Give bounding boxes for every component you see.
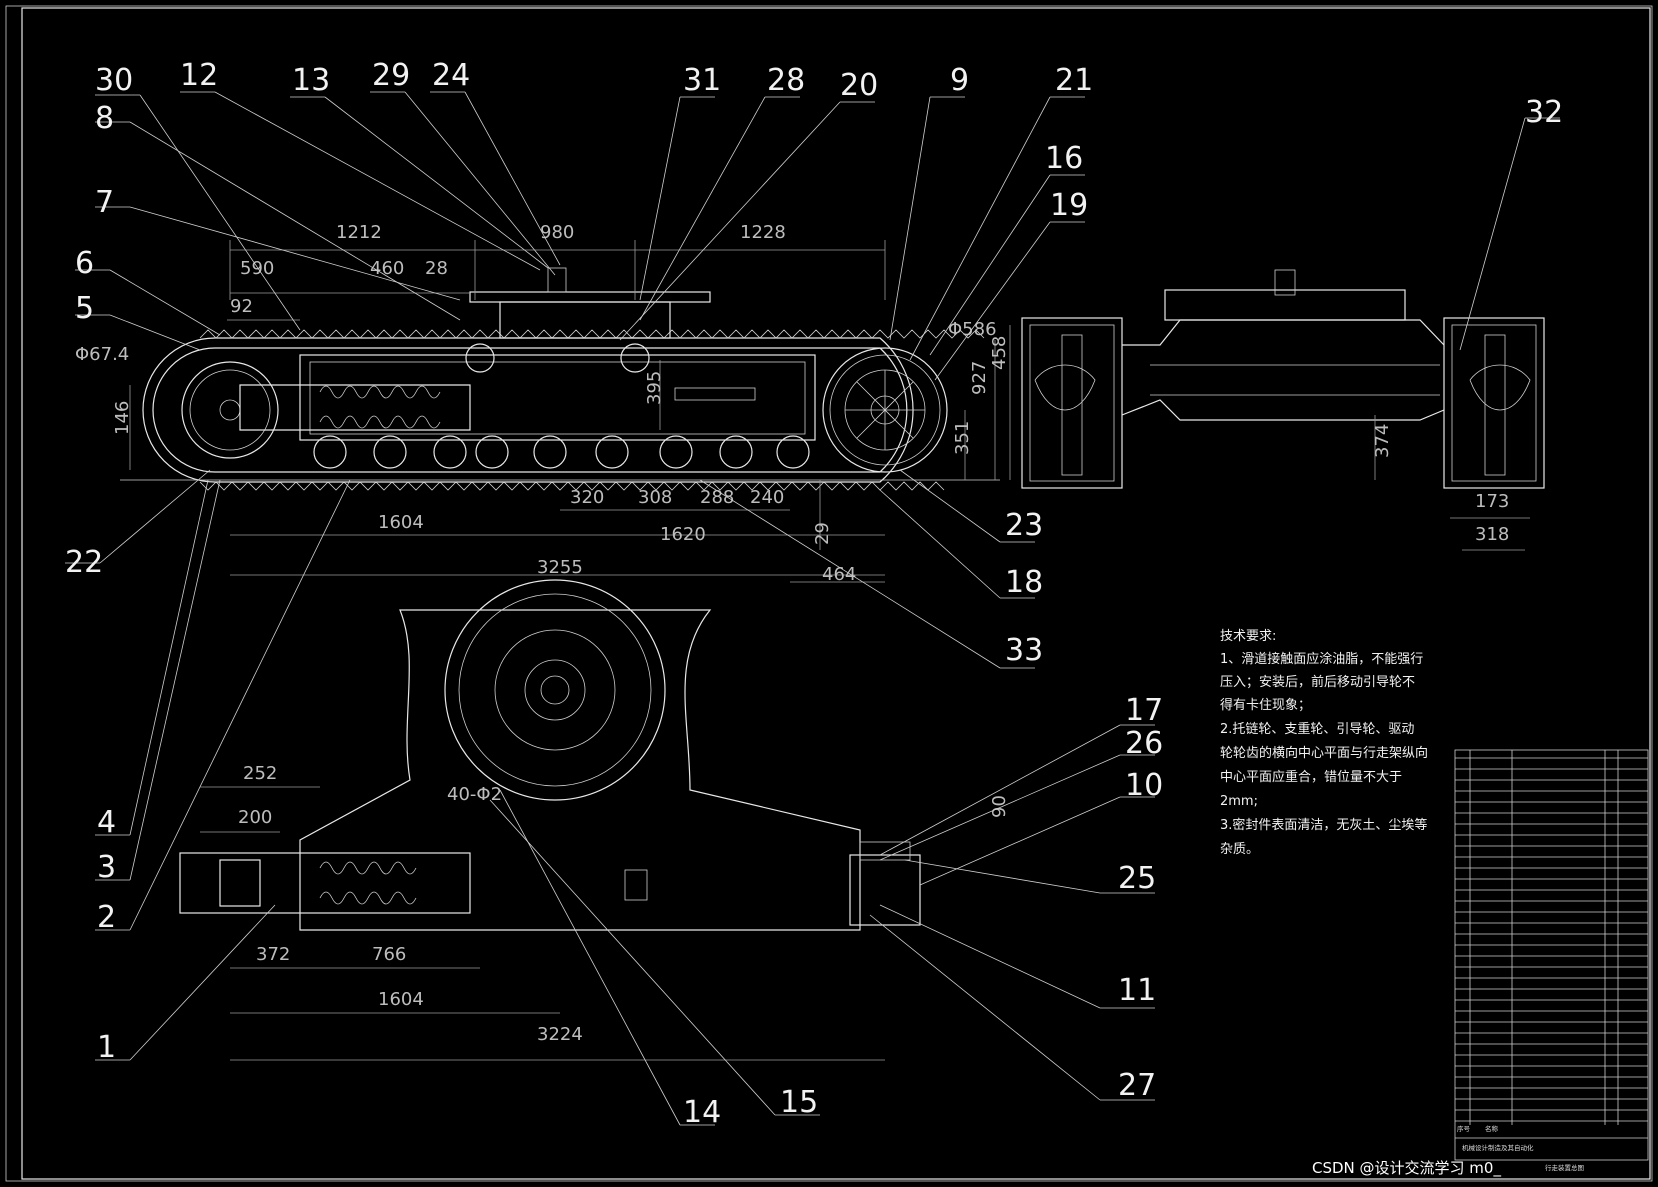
balloon-19: 19 bbox=[1050, 188, 1088, 223]
leader-lines bbox=[65, 91, 1560, 1126]
dim-372: 372 bbox=[256, 944, 290, 965]
balloon-8: 8 bbox=[95, 101, 114, 136]
balloon-29: 29 bbox=[372, 58, 410, 93]
balloon-6: 6 bbox=[75, 246, 94, 281]
dim-240: 240 bbox=[750, 487, 784, 508]
titleblock-org: 机械设计制造及其自动化 bbox=[1462, 1143, 1534, 1152]
technical-requirements: 技术要求: 1、滑道接触面应涂油脂，不能强行 压入；安装后，前后移动引导轮不 得… bbox=[1220, 629, 1428, 857]
track-plan-view: 252 200 40-Φ2 90 372 766 1604 3224 bbox=[179, 579, 1010, 1061]
notes-line-4: 2.托链轮、支重轮、引导轮、驱动 bbox=[1220, 721, 1414, 737]
balloon-5: 5 bbox=[75, 291, 94, 326]
dim-phi67-4: Φ67.4 bbox=[75, 344, 129, 365]
dim-927: 927 bbox=[969, 361, 990, 395]
side-view-dimensions: 1212 980 1228 590 460 28 92 Φ67.4 146 39… bbox=[75, 222, 1011, 585]
dim-464: 464 bbox=[822, 564, 856, 585]
outer-frame bbox=[5, 5, 1653, 1182]
balloon-14: 14 bbox=[683, 1095, 721, 1130]
balloon-33: 33 bbox=[1005, 633, 1043, 668]
dim-29: 29 bbox=[812, 522, 833, 545]
balloon-4: 4 bbox=[97, 805, 116, 840]
balloon-11: 11 bbox=[1118, 973, 1156, 1008]
balloon-26: 26 bbox=[1125, 726, 1163, 761]
dim-1212: 1212 bbox=[336, 222, 382, 243]
dim-288: 288 bbox=[700, 487, 734, 508]
dim-40-phi: 40-Φ2 bbox=[447, 784, 502, 805]
dim-252: 252 bbox=[243, 763, 277, 784]
titleblock-drawing-name: 行走装置总图 bbox=[1545, 1163, 1584, 1172]
dim-320: 320 bbox=[570, 487, 604, 508]
dim-1620: 1620 bbox=[660, 524, 706, 545]
balloon-15: 15 bbox=[780, 1085, 818, 1120]
balloon-17: 17 bbox=[1125, 693, 1163, 728]
balloon-10: 10 bbox=[1125, 768, 1163, 803]
balloon-28: 28 bbox=[767, 63, 805, 98]
notes-line-1: 1、滑道接触面应涂油脂，不能强行 bbox=[1220, 651, 1423, 667]
balloon-9: 9 bbox=[950, 63, 969, 98]
dim-351: 351 bbox=[952, 421, 973, 455]
part-balloons: 30 12 13 29 24 31 28 20 9 21 8 7 6 5 16 … bbox=[65, 58, 1563, 1130]
dim-phi586: Φ586 bbox=[948, 319, 997, 340]
balloon-1: 1 bbox=[97, 1030, 116, 1065]
dim-766: 766 bbox=[372, 944, 406, 965]
inner-frame bbox=[21, 7, 1651, 1180]
dim-92: 92 bbox=[230, 296, 253, 317]
balloon-23: 23 bbox=[1005, 508, 1043, 543]
dim-395: 395 bbox=[644, 371, 665, 405]
bom-name-header: 名称 bbox=[1485, 1124, 1499, 1133]
balloon-2: 2 bbox=[97, 900, 116, 935]
notes-line-5: 轮轮齿的横向中心平面与行走架纵向 bbox=[1220, 745, 1428, 761]
notes-line-8: 3.密封件表面清洁，无灰土、尘埃等 bbox=[1220, 817, 1427, 833]
balloon-20: 20 bbox=[840, 68, 878, 103]
dim-200: 200 bbox=[238, 807, 272, 828]
balloon-7: 7 bbox=[95, 185, 114, 220]
track-end-view: 374 173 318 bbox=[1021, 269, 1545, 551]
notes-line-9: 杂质。 bbox=[1220, 842, 1259, 857]
balloon-13: 13 bbox=[292, 63, 330, 98]
balloon-27: 27 bbox=[1118, 1068, 1156, 1103]
dim-1228: 1228 bbox=[740, 222, 786, 243]
balloon-24: 24 bbox=[432, 58, 470, 93]
balloon-25: 25 bbox=[1118, 861, 1156, 896]
dim-980: 980 bbox=[540, 222, 574, 243]
dim-3224: 3224 bbox=[537, 1024, 583, 1045]
bom-seq-header: 序号 bbox=[1457, 1124, 1471, 1133]
track-side-view bbox=[120, 267, 1000, 491]
notes-title: 技术要求: bbox=[1220, 629, 1276, 644]
notes-line-7: 2mm; bbox=[1220, 794, 1258, 809]
balloon-22: 22 bbox=[65, 545, 103, 580]
dim-28: 28 bbox=[425, 258, 448, 279]
notes-line-2: 压入；安装后，前后移动引导轮不 bbox=[1220, 674, 1415, 690]
dim-458: 458 bbox=[989, 336, 1010, 370]
dim-308: 308 bbox=[638, 487, 672, 508]
balloon-31: 31 bbox=[683, 63, 721, 98]
dim-146: 146 bbox=[112, 401, 133, 435]
balloon-12: 12 bbox=[180, 58, 218, 93]
notes-line-6: 中心平面应重合，错位量不大于 bbox=[1220, 769, 1402, 785]
dim-90: 90 bbox=[989, 795, 1010, 818]
dim-1604-plan: 1604 bbox=[378, 989, 424, 1010]
balloon-3: 3 bbox=[97, 850, 116, 885]
balloon-18: 18 bbox=[1005, 565, 1043, 600]
notes-line-3: 得有卡住现象； bbox=[1220, 697, 1311, 713]
csdn-watermark: CSDN @设计交流学习 m0_ bbox=[1312, 1159, 1501, 1178]
balloon-32: 32 bbox=[1525, 95, 1563, 130]
dim-318: 318 bbox=[1475, 524, 1509, 545]
dim-460: 460 bbox=[370, 258, 404, 279]
dim-3255: 3255 bbox=[537, 557, 583, 578]
dim-374: 374 bbox=[1372, 424, 1393, 458]
dim-173: 173 bbox=[1475, 491, 1509, 512]
balloon-16: 16 bbox=[1045, 141, 1083, 176]
dim-590: 590 bbox=[240, 258, 274, 279]
balloon-30: 30 bbox=[95, 63, 133, 98]
dim-1604-side: 1604 bbox=[378, 512, 424, 533]
balloon-21: 21 bbox=[1055, 63, 1093, 98]
bom-table: 序号 名称 机械设计制造及其自动化 行走装置总图 bbox=[1454, 749, 1649, 1172]
